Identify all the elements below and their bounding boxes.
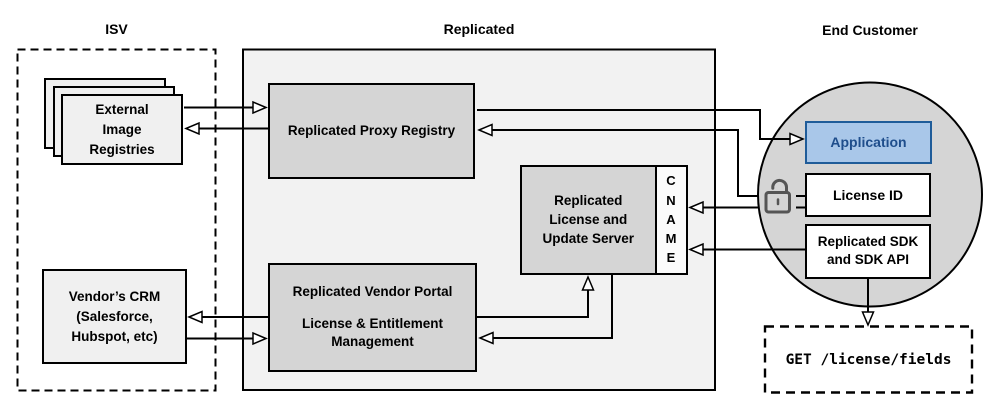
- arrowhead-into-get-box: [861, 311, 875, 327]
- section-label-replicated: Replicated: [443, 21, 515, 37]
- arrowhead-into-cname-top: [688, 200, 704, 215]
- arrowhead-into-portal-right: [478, 331, 494, 345]
- edge-portal-to-server: [477, 290, 589, 318]
- arrowhead-into-registries: [184, 121, 200, 136]
- arrowhead-into-crm: [187, 310, 203, 324]
- application-box: Application: [805, 121, 932, 164]
- vendor-portal-box: Replicated Vendor Portal License & Entit…: [268, 263, 477, 372]
- isv-boundary: [16, 48, 217, 392]
- edge-proxy-to-application: [477, 109, 790, 140]
- arrowhead-into-application: [789, 132, 805, 146]
- get-license-fields-label: GET /license/fields: [785, 351, 952, 368]
- arrowhead-into-cname-bottom: [688, 242, 704, 257]
- cname-strip: C N A M E: [654, 166, 686, 273]
- edge-licenseid-to-proxy: [492, 129, 805, 197]
- section-label-isv: ISV: [105, 21, 128, 37]
- arrowheads: [184, 100, 875, 346]
- get-endpoint-box: [763, 325, 974, 394]
- vendors-crm-box: Vendor’s CRM (Salesforce, Hubspot, etc): [42, 269, 187, 364]
- arrowhead-into-proxy-right: [477, 123, 493, 137]
- connectors: [184, 106, 869, 340]
- edge-server-to-portal: [493, 275, 613, 339]
- license-update-server-label: Replicated License and Update Server: [522, 166, 655, 273]
- unlock-icon: [764, 178, 791, 214]
- external-image-registries-box: External Image Registries: [61, 94, 183, 165]
- vendor-portal-subtitle: License & Entitlement Management: [301, 316, 444, 350]
- license-id-box: License ID: [805, 172, 931, 217]
- arrowhead-into-portal-left: [252, 331, 268, 346]
- vendor-portal-title: Replicated Vendor Portal: [292, 284, 453, 300]
- replicated-sdk-box: Replicated SDK and SDK API: [805, 224, 931, 279]
- section-label-end-customer: End Customer: [822, 22, 918, 38]
- arrowhead-into-server-bottom: [581, 275, 595, 291]
- replicated-proxy-registry-box: Replicated Proxy Registry: [268, 83, 475, 179]
- arrowhead-into-proxy-left: [252, 100, 268, 115]
- license-update-server-box: Replicated License and Update Server C N…: [520, 164, 688, 275]
